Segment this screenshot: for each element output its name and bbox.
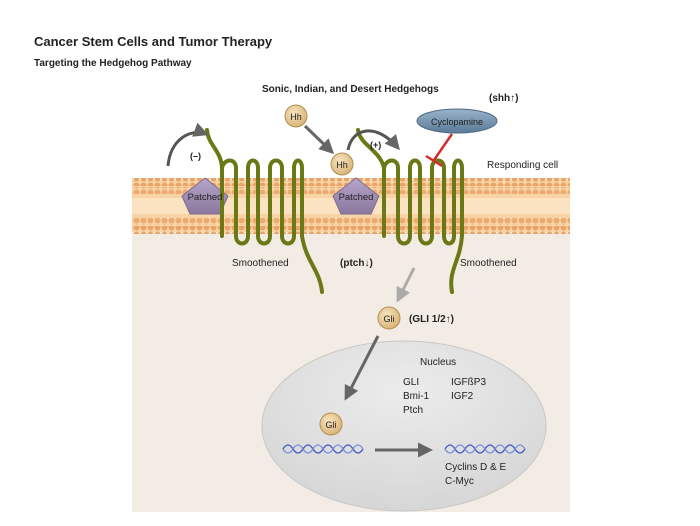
target-gene: GLI: [403, 377, 419, 388]
hh-ligand-label: Hh: [290, 112, 302, 122]
target-gene: Ptch: [403, 405, 423, 416]
nucleus: [261, 340, 547, 512]
page-title: Cancer Stem Cells and Tumor Therapy: [34, 34, 273, 49]
nucleus-label: Nucleus: [420, 357, 456, 368]
minus-label: (–): [190, 151, 201, 161]
output-gene: C-Myc: [445, 476, 474, 487]
target-gene: IGFßP3: [451, 377, 486, 388]
responding-cell-label: Responding cell: [487, 160, 558, 171]
hh-bound: [330, 152, 354, 176]
smoothened-left-label: Smoothened: [232, 258, 289, 269]
patched-left-label: Patched: [188, 192, 223, 203]
hh-binding-arrow: [303, 124, 335, 155]
dna-left: [282, 444, 364, 454]
ligands-label: Sonic, Indian, and Desert Hedgehogs: [262, 84, 439, 95]
gli-cytoplasm-label: Gli: [384, 314, 395, 324]
page-subtitle: Targeting the Hedgehog Pathway: [34, 58, 192, 69]
gli-cytoplasm: [377, 306, 401, 330]
cyclopamine-oval: [416, 108, 498, 134]
patched-right-label: Patched: [339, 192, 374, 203]
plus-label: (+): [370, 140, 381, 150]
gli12-label: (GLI 1/2↑): [409, 314, 454, 325]
ptch-label: (ptch↓): [340, 258, 373, 269]
hh-bound-label: Hh: [336, 160, 348, 170]
positive-feedback-arrow: [346, 129, 400, 151]
gli-translocation-arrow: [344, 335, 380, 401]
hh-ligand: [284, 104, 308, 128]
inhibition-line: [432, 133, 454, 161]
cyclopamine-label: Cyclopamine: [431, 117, 483, 127]
target-gene: Bmi-1: [403, 391, 430, 402]
smo-to-gli-arrow: [396, 267, 416, 303]
gli-nucleus: [319, 412, 343, 436]
inhibition-bar: [425, 154, 443, 168]
output-gene: Cyclins D & E: [445, 462, 506, 473]
shh-label: (shh↑): [489, 93, 518, 104]
gli-nucleus-label: Gli: [326, 420, 337, 430]
dna-right: [444, 444, 526, 454]
patched-right: [332, 177, 380, 215]
smoothened-right-label: Smoothened: [460, 258, 517, 269]
target-gene: IGF2: [451, 391, 474, 402]
negative-feedback-arrow: [166, 122, 209, 167]
